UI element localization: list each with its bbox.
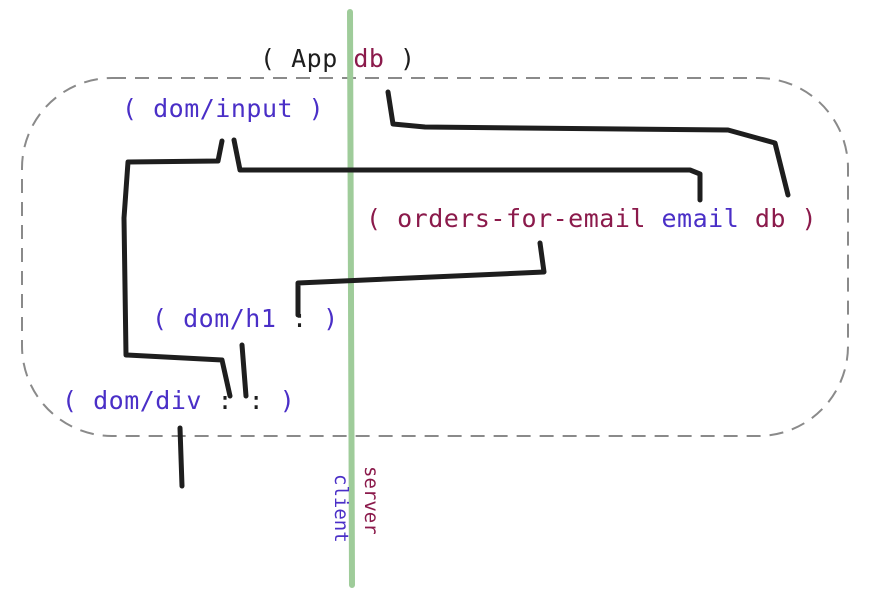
dom-div-expression: ( dom/div : : ) [62,386,295,416]
dom-h1-open-text: ( dom/h1 [152,304,277,333]
input-to-h1-edge [121,138,233,399]
orders-to-h1-edge [295,240,547,318]
dom-input-close-paren: ) [308,94,325,123]
orders-open-text: ( orders-for-email [366,204,646,233]
email-edge [231,137,703,203]
app-db-arg: db [353,44,385,73]
dom-h1-close-paren: ) [323,304,339,333]
app-open-text: ( App [260,44,338,73]
app-boundary [21,77,849,437]
db-edge [385,89,791,198]
orders-close-paren: ) [801,204,818,233]
dom-h1-arg: : [291,304,308,333]
dom-div-arg-1: : [217,386,234,415]
orders-db-arg: db [754,204,786,233]
h1-to-div-edge [239,342,249,399]
client-side-label: client [330,474,352,543]
dom-h1-expression: ( dom/h1 : ) [152,304,339,334]
server-side-label: server [360,466,382,535]
app-close-paren: ) [400,44,416,73]
dom-input-expression: ( dom/input ) [122,94,324,124]
dom-div-arg-2: : [248,386,265,415]
dom-div-open-text: ( dom/div [62,386,202,415]
orders-expression: ( orders-for-email email db ) [366,204,817,234]
server-client-divider [347,9,355,588]
app-expression: ( App db ) [260,44,416,74]
orders-email-arg: email [661,204,740,233]
dom-div-close-paren: ) [279,386,296,415]
dom-input-open-text: ( dom/input [122,94,294,123]
div-output-edge [177,425,185,489]
